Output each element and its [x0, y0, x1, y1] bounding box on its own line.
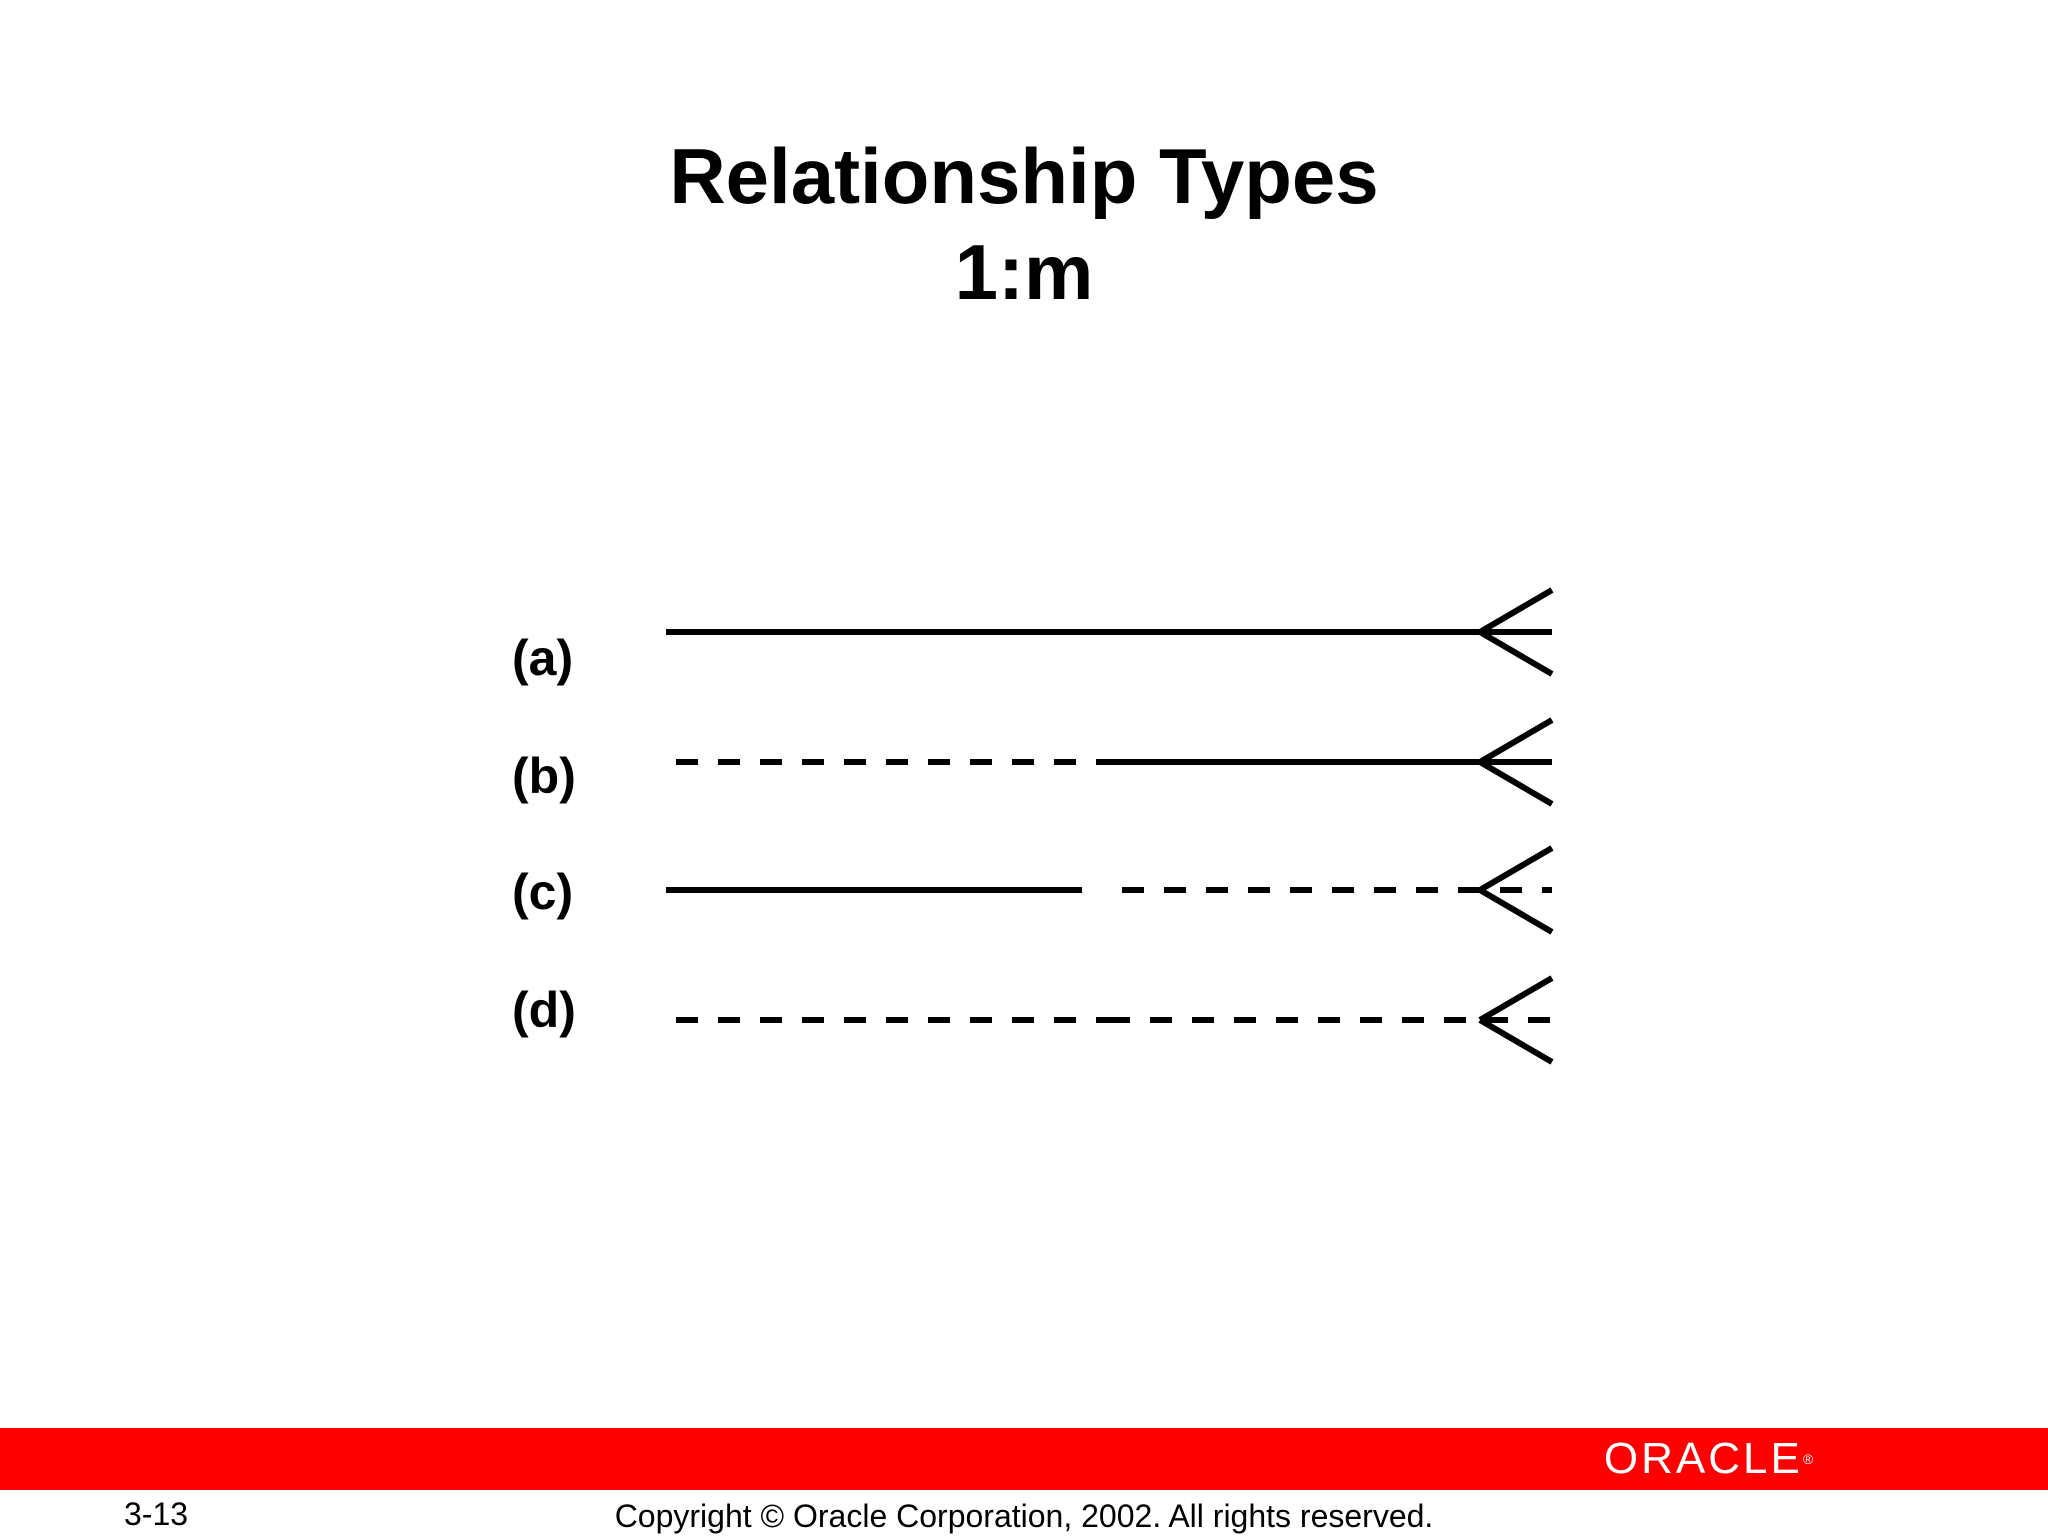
registered-mark: ® — [1802, 1451, 1817, 1467]
slide-title: Relationship Types 1:m — [0, 128, 2048, 320]
line-a-crowfoot-upper — [1478, 587, 1554, 635]
line-b-crowfoot-upper — [1478, 717, 1554, 765]
line-a-crowfoot-lower — [1478, 629, 1554, 677]
oracle-logo: ORACLE® — [1582, 1437, 1838, 1481]
slide-title-line1: Relationship Types — [669, 132, 1379, 220]
row-label-c: (c) — [512, 864, 574, 920]
slide-title-line2: 1:m — [954, 228, 1094, 316]
line-b-crowfoot-lower — [1478, 759, 1554, 807]
row-label-a: (a) — [512, 630, 574, 686]
footer-bar — [0, 1428, 2048, 1490]
line-d-crowfoot-lower — [1478, 1017, 1554, 1065]
copyright-notice: Copyright © Oracle Corporation, 2002. Al… — [614, 1498, 1434, 1534]
line-d-crowfoot-upper — [1478, 975, 1554, 1023]
line-c-crowfoot-lower — [1478, 887, 1554, 935]
page-number: 3-13 — [124, 1496, 189, 1532]
oracle-logo-text: ORACLE — [1603, 1434, 1803, 1483]
line-c-crowfoot-upper — [1478, 845, 1554, 893]
row-label-d: (d) — [512, 982, 576, 1038]
row-label-b: (b) — [512, 748, 576, 804]
